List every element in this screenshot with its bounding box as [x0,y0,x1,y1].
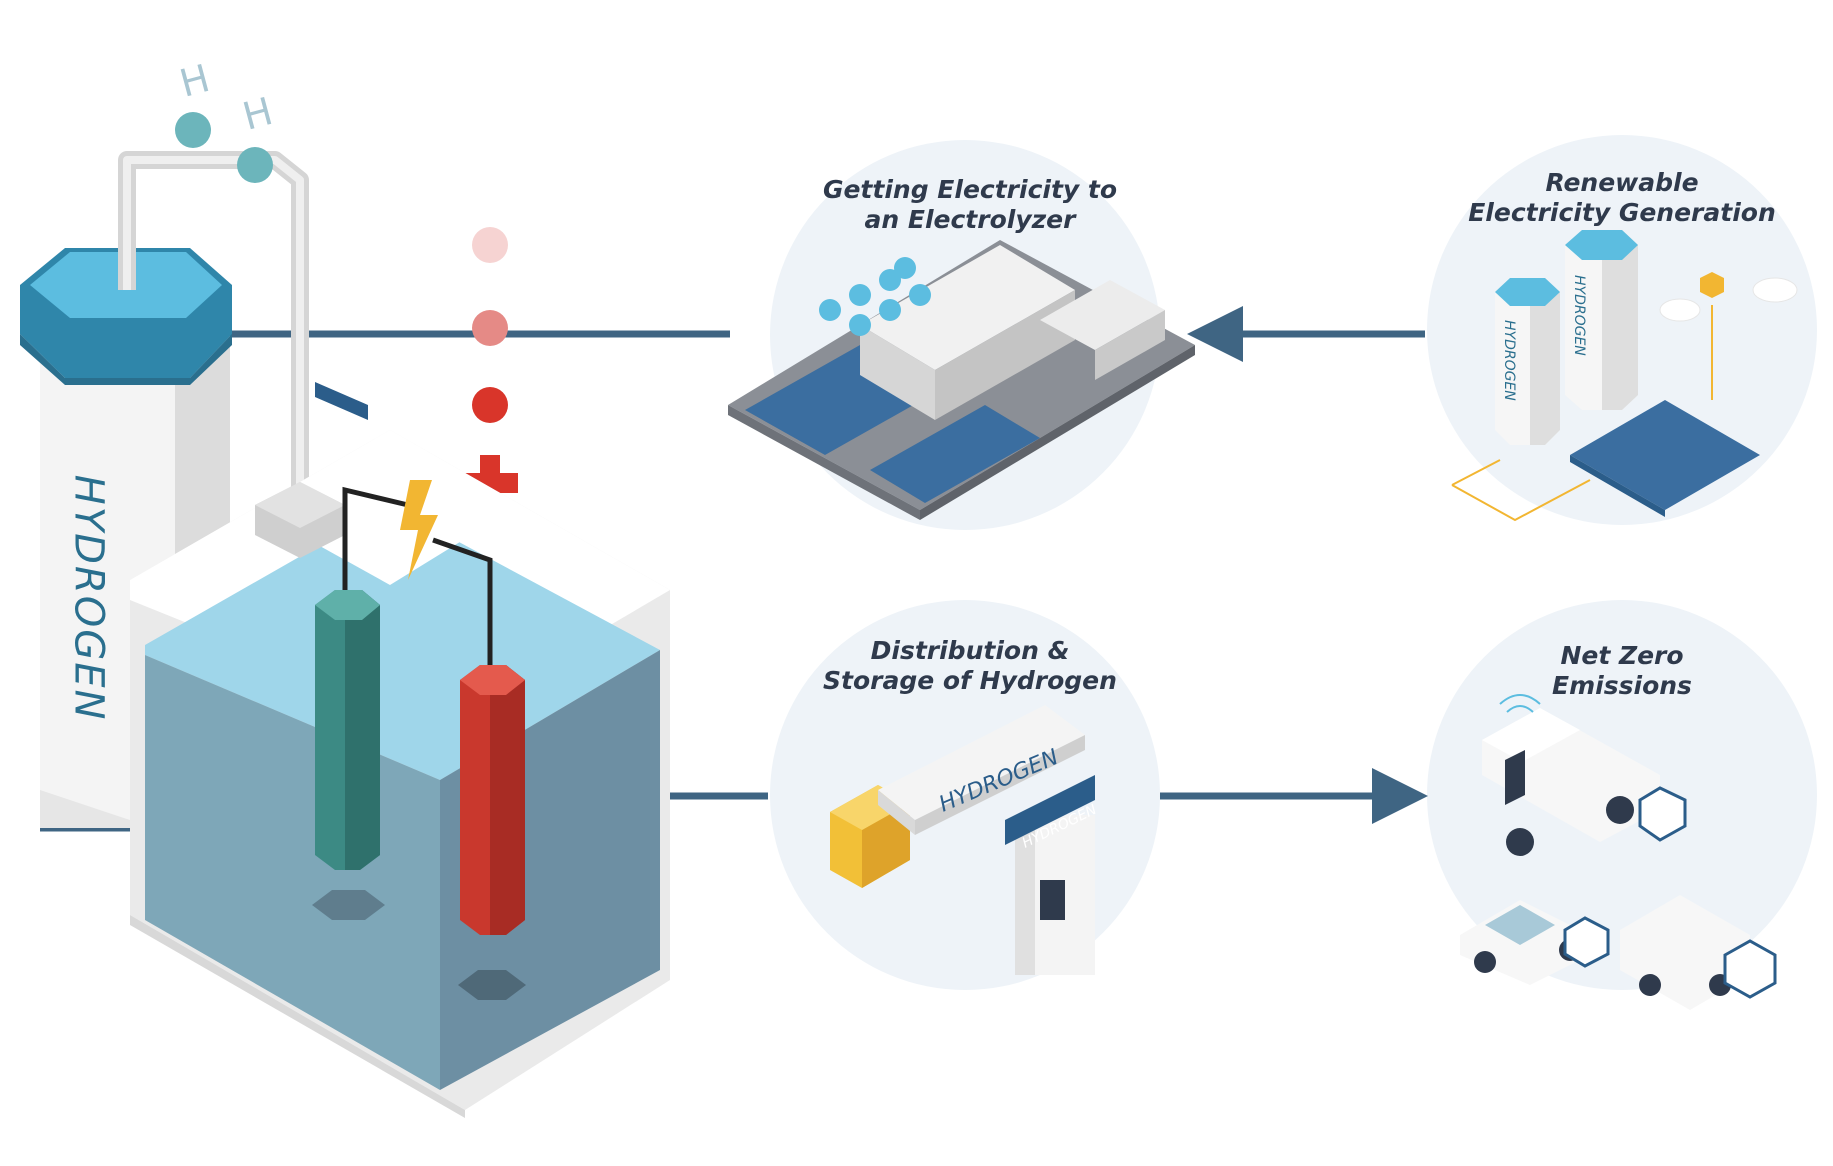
oxygen-bubble-1 [472,227,508,263]
net-zero-label-line2: Emissions [1552,671,1692,700]
oxygen-bubble-2 [472,310,508,346]
anode-shadow [312,890,385,920]
distribution-label-line1: Distribution & [870,636,1070,665]
battery-badge-1 [1638,786,1687,842]
wifi-icon [1499,694,1541,713]
cathode-electrode [460,665,525,935]
anode-electrode [315,590,380,870]
renewable-label-line1: Renewable [1545,168,1699,197]
net-zero-label-line1: Net Zero [1560,641,1684,670]
tank-label-small-2: HYDROGEN [1571,275,1587,356]
sun-icon [1700,272,1724,298]
tank-hydrogen-label: HYDROGEN [65,474,112,722]
battery-badge-3 [1723,939,1777,999]
distribution-label-line2: Storage of Hydrogen [823,666,1117,695]
renewable-generation-illustration: HYDROGEN HYDROGEN [1451,230,1798,522]
electrode-connector-block [255,482,345,558]
net-zero-vehicles-illustration [1460,694,1777,1010]
electrolyzer-facility-illustration [728,240,1195,520]
hydrogen-molecules: H H [175,56,277,183]
net-zero-stage-label: Net Zero Emissions [1452,641,1792,701]
renewable-label-line2: Electricity Generation [1468,198,1776,227]
distribution-illustration: HYDROGEN HYDROGEN [830,705,1100,975]
spark-icon [400,480,438,580]
minus-icon [315,382,368,420]
renewable-stage-label: Renewable Electricity Generation [1452,168,1792,228]
hydrogen-molecule-2 [237,147,273,183]
cathode-shadow [458,970,526,1000]
electrolyzer-label-line1: Getting Electricity to [822,175,1118,204]
oxygen-bubble-3 [472,387,508,423]
cloud-icon [1752,277,1798,303]
electrode-wires [342,486,493,670]
water-surface [145,505,660,780]
electrolyzer-stage-label: Getting Electricity to an Electrolyzer [790,175,1150,235]
hydrogen-output-pipe [118,151,309,505]
tank-label-small-1: HYDROGEN [1501,320,1517,401]
electrolyzer-label-line2: an Electrolyzer [864,205,1076,234]
battery-badge-2 [1563,916,1610,968]
cloud-icon-2 [1659,298,1701,322]
hydrogen-symbol-2: H [238,89,277,139]
hydrogen-molecule-1 [175,112,211,148]
distribution-stage-label: Distribution & Storage of Hydrogen [790,636,1150,696]
hydrogen-symbol-1: H [175,56,214,106]
